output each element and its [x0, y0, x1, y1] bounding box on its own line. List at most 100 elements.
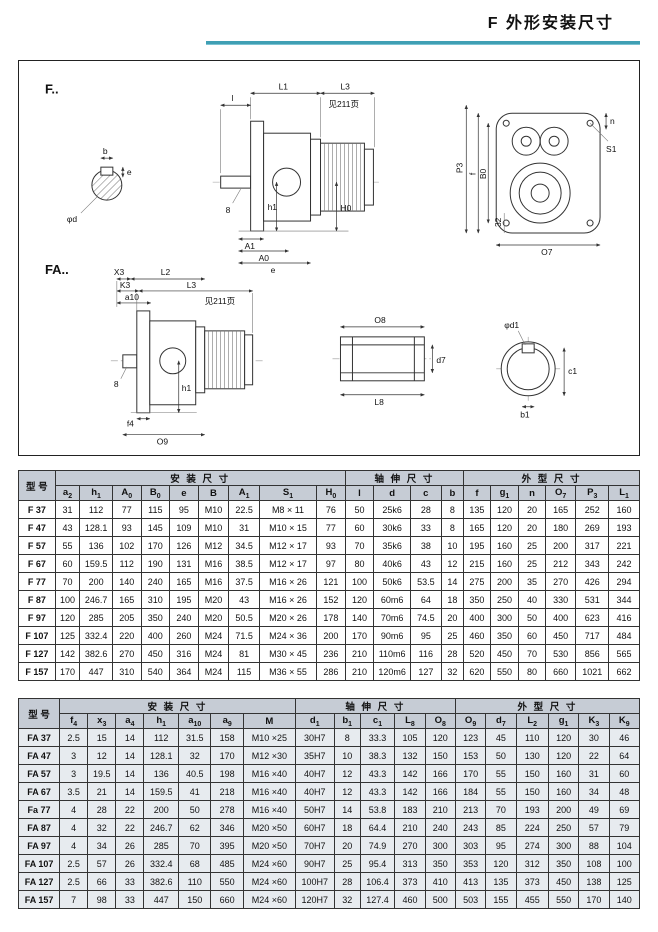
value-cell: 8 [333, 728, 361, 747]
see-page-ref: 见211页 [329, 99, 359, 109]
value-cell: 126 [169, 536, 199, 555]
value-cell: 286 [316, 662, 346, 681]
column-header-L8: L8 [394, 713, 426, 729]
value-cell: M36 × 55 [258, 662, 318, 681]
dim-L8: L8 [374, 397, 384, 407]
value-cell: 330 [544, 590, 577, 609]
value-cell: 25 [518, 536, 546, 555]
value-cell: 240 [424, 818, 456, 837]
value-cell: 10 [440, 536, 465, 555]
value-cell: 410 [424, 872, 456, 891]
group-header: 安 装 尺 寸 [54, 470, 346, 486]
value-cell: 136 [79, 536, 113, 555]
value-cell: 18 [440, 590, 465, 609]
value-cell: 112 [143, 728, 180, 747]
model-cell: FA 47 [17, 746, 61, 765]
value-cell: 150 [424, 746, 456, 765]
value-cell: 10 [333, 746, 361, 765]
value-cell: M16 ×40 [242, 800, 296, 819]
value-cell: 242 [608, 554, 640, 573]
value-cell: 50 [518, 608, 546, 627]
value-cell: 120H7 [294, 890, 335, 909]
value-cell: M16 [197, 554, 230, 573]
value-cell: 200 [547, 800, 580, 819]
column-header-A1: A1 [228, 485, 260, 501]
dim-O8: O8 [374, 315, 386, 325]
value-cell: 120m6 [373, 662, 412, 681]
group-header: 外 型 尺 寸 [463, 470, 640, 486]
value-cell: 4 [59, 836, 89, 855]
value-cell: 60m6 [373, 590, 412, 609]
model-cell: FA 127 [17, 872, 61, 891]
value-cell: 120 [344, 590, 375, 609]
value-cell: 95 [485, 836, 517, 855]
value-cell: 200 [544, 536, 577, 555]
dim-L3: L3 [340, 81, 350, 91]
value-cell: 26 [115, 854, 145, 873]
value-cell: 88 [578, 836, 610, 855]
value-cell: 416 [608, 608, 640, 627]
value-cell: 350 [489, 626, 520, 645]
value-cell: 160 [547, 764, 580, 783]
value-cell: 120 [547, 746, 580, 765]
dim-h1: h1 [268, 202, 278, 212]
value-cell: 503 [454, 890, 487, 909]
value-cell: 95 [410, 626, 442, 645]
value-cell: 32 [87, 818, 117, 837]
value-cell: 183 [394, 800, 426, 819]
value-cell: 66 [87, 872, 117, 891]
value-cell: 100 [608, 854, 640, 873]
value-cell: 80 [344, 554, 375, 573]
group-header: 外 型 尺 寸 [454, 698, 641, 714]
model-cell: F 127 [18, 644, 56, 663]
value-cell: 97 [316, 554, 346, 573]
value-cell: M24 ×60 [242, 890, 296, 909]
value-cell: 12 [333, 764, 361, 783]
value-cell: M16 ×40 [242, 764, 296, 783]
value-cell: 33 [115, 890, 145, 909]
value-cell: 166 [424, 782, 456, 801]
value-cell: 14 [115, 782, 145, 801]
value-cell: 382.6 [143, 872, 180, 891]
dim-f: f [467, 172, 477, 175]
value-cell: 104 [608, 836, 640, 855]
value-cell: 25 [440, 626, 465, 645]
value-cell: 106.4 [359, 872, 396, 891]
value-cell: 95 [169, 500, 199, 519]
dim-l: l [232, 93, 234, 103]
value-cell: 77 [111, 500, 142, 519]
value-cell: 74.9 [359, 836, 396, 855]
column-header-h1: h1 [79, 485, 113, 501]
model-cell: F 87 [18, 590, 56, 609]
value-cell: 50 [485, 746, 517, 765]
value-cell: 213 [454, 800, 487, 819]
value-cell: 717 [575, 626, 610, 645]
value-cell: 130 [515, 746, 549, 765]
value-cell: 159.5 [79, 554, 113, 573]
value-cell: 15 [87, 728, 117, 747]
value-cell: 400 [544, 608, 577, 627]
value-cell: 31 [578, 764, 610, 783]
dim-b1: b1 [520, 410, 530, 420]
value-cell: M10 ×25 [242, 728, 296, 747]
model-column-header: 型 号 [18, 470, 56, 501]
model-cell: FA 37 [17, 728, 61, 747]
value-cell: 350 [463, 590, 491, 609]
value-cell: 26 [115, 836, 145, 855]
value-cell: 303 [454, 836, 487, 855]
value-cell: M24 [197, 662, 230, 681]
value-cell: 550 [547, 890, 580, 909]
value-cell: 62 [178, 818, 212, 837]
value-cell: 43 [54, 518, 81, 537]
value-cell: 64 [410, 590, 442, 609]
value-cell: 346 [210, 818, 244, 837]
value-cell: 224 [515, 818, 549, 837]
value-cell: 93 [111, 518, 142, 537]
column-header-K3: K3 [578, 713, 610, 729]
value-cell: 55 [54, 536, 81, 555]
